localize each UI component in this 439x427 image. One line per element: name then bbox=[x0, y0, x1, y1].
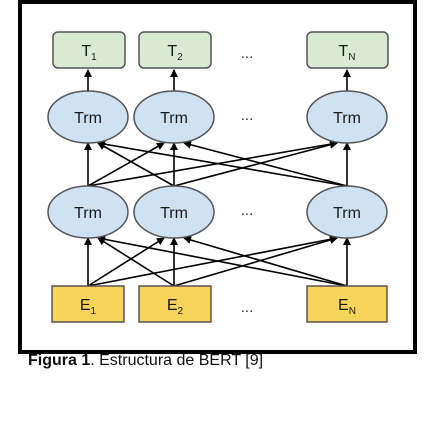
input-box-1: E1 bbox=[51, 285, 125, 323]
svg-text:EN: EN bbox=[338, 297, 356, 317]
arrow-input-3-to-bottom-trm-2 bbox=[183, 236, 348, 287]
top-trm-label-2: Trm bbox=[160, 110, 188, 127]
top-trm-n: Trm bbox=[306, 90, 388, 144]
input-box-2: E2 bbox=[138, 285, 212, 323]
input-sub-2: 2 bbox=[178, 306, 184, 317]
arrow-bottom-trm-2-to-top-trm-1 bbox=[97, 142, 175, 187]
arrow-bottom-trm-3-to-top-trm-2 bbox=[183, 140, 348, 187]
arrow-bottom-trm-1-to-top-trm-2 bbox=[87, 142, 165, 187]
output-box-n: TN bbox=[306, 31, 389, 69]
bottom-trm-label-n: Trm bbox=[333, 205, 361, 222]
svg-text:TN: TN bbox=[338, 43, 355, 63]
figure-caption-label: Figura 1 bbox=[28, 352, 91, 369]
figure-caption-text: . Estructura de BERT [9] bbox=[90, 352, 264, 369]
top-trm-label-1: Trm bbox=[74, 110, 102, 127]
svg-text:E2: E2 bbox=[167, 297, 184, 317]
bert-architecture-diagram: T1 T2 TN ... Trm Trm Trm ... Trm Trm Tr bbox=[18, 0, 417, 354]
top-trm-2: Trm bbox=[133, 90, 215, 144]
connection-arrows bbox=[84, 69, 351, 287]
svg-text:T2: T2 bbox=[167, 43, 183, 63]
arrow-input-2-to-bottom-trm-1 bbox=[97, 237, 175, 287]
top-layer-ellipsis: ... bbox=[241, 107, 254, 124]
input-label-1: E bbox=[80, 297, 91, 314]
output-sub-1: 1 bbox=[91, 52, 97, 63]
input-label-n: E bbox=[338, 297, 349, 314]
input-sub-1: 1 bbox=[91, 306, 97, 317]
bottom-trm-label-2: Trm bbox=[160, 205, 188, 222]
arrow-input-2-to-bottom-trm-3 bbox=[173, 236, 338, 287]
svg-text:T1: T1 bbox=[81, 43, 97, 63]
bottom-layer-ellipsis: ... bbox=[241, 202, 254, 219]
output-sub-2: 2 bbox=[177, 52, 183, 63]
arrow-input-1-to-bottom-trm-3 bbox=[87, 235, 338, 287]
output-sub-n: N bbox=[348, 52, 355, 63]
figure-caption: Figura 1. Estructura de BERT [9] bbox=[28, 352, 263, 370]
output-label-n: T bbox=[338, 43, 348, 60]
output-box-2: T2 bbox=[138, 31, 212, 69]
bottom-trm-1: Trm bbox=[47, 185, 129, 239]
diagram-frame bbox=[18, 0, 417, 354]
input-box-n: EN bbox=[306, 285, 388, 323]
arrow-input-1-to-bottom-trm-2 bbox=[87, 237, 165, 287]
input-label-2: E bbox=[167, 297, 178, 314]
output-ellipsis: ... bbox=[241, 45, 254, 62]
top-trm-1: Trm bbox=[47, 90, 129, 144]
input-sub-n: N bbox=[349, 306, 356, 317]
arrow-input-3-to-bottom-trm-1 bbox=[97, 235, 348, 287]
bottom-trm-2: Trm bbox=[133, 185, 215, 239]
svg-text:E1: E1 bbox=[80, 297, 97, 317]
bottom-trm-label-1: Trm bbox=[74, 205, 102, 222]
top-trm-label-n: Trm bbox=[333, 110, 361, 127]
arrow-bottom-trm-1-to-top-trm-3 bbox=[87, 140, 338, 187]
output-box-1: T1 bbox=[52, 31, 126, 69]
bottom-trm-n: Trm bbox=[306, 185, 388, 239]
arrow-bottom-trm-2-to-top-trm-3 bbox=[173, 140, 338, 187]
input-ellipsis: ... bbox=[241, 299, 254, 316]
output-label-2: T bbox=[167, 43, 177, 60]
output-label-1: T bbox=[81, 43, 91, 60]
arrow-bottom-trm-3-to-top-trm-1 bbox=[97, 140, 348, 187]
